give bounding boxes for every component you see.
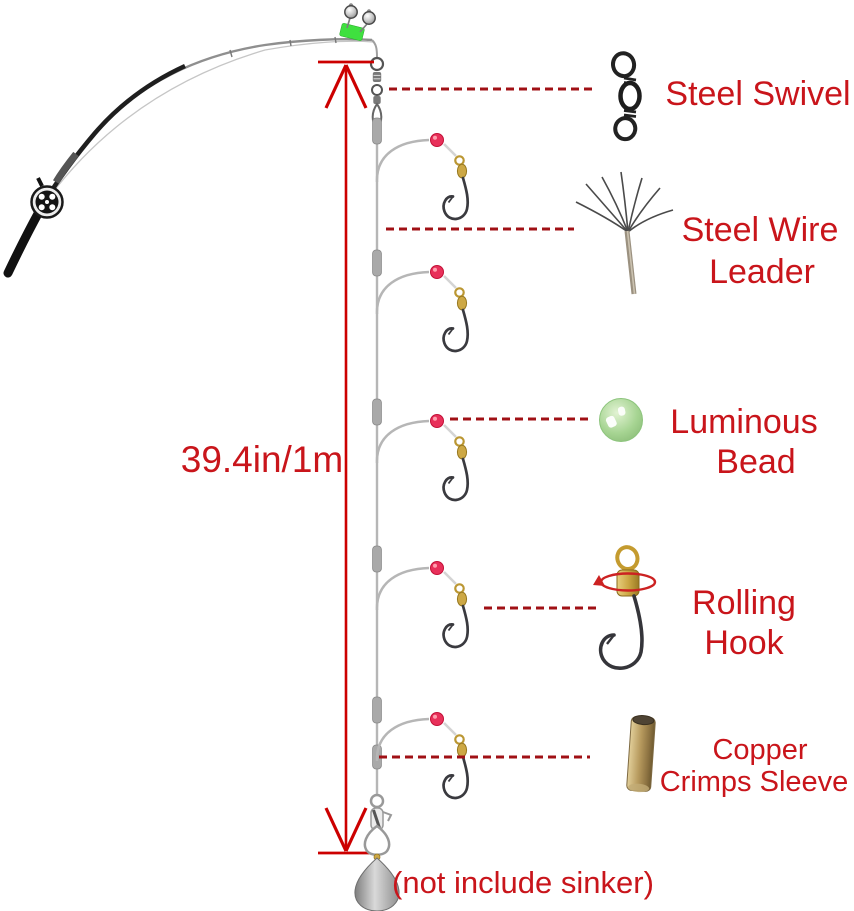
rotation-arrowhead	[593, 575, 605, 586]
steel-swivel-label: Steel Swivel	[665, 75, 850, 113]
measurement-arrow	[318, 60, 374, 855]
rod-ferrule	[229, 49, 233, 58]
steel-wire-leader-label-line1: Steel Wire	[682, 211, 839, 249]
luminous-bead-body	[599, 398, 643, 442]
dropper-rig-5	[375, 711, 470, 800]
copper-crimps-label-line1: Copper	[712, 734, 807, 766]
hook-barb	[606, 634, 615, 645]
line-crimp-sleeve	[372, 696, 382, 724]
rod-handle	[3, 205, 45, 278]
snap-ring	[369, 793, 385, 809]
swivel-bottom-ring	[613, 116, 638, 142]
swivel-coil	[623, 113, 637, 118]
top-swivel-ring	[369, 56, 385, 72]
measure-bottom-arrowhead	[324, 807, 348, 852]
measure-top-arrowhead	[324, 64, 348, 109]
reel-hole	[38, 193, 45, 200]
snap-barrel-stripe	[372, 809, 381, 829]
measure-top-arrowhead	[344, 64, 368, 109]
fishing-line-along-rod	[49, 40, 374, 197]
wire-strand	[627, 187, 661, 233]
rod-ferrule	[289, 39, 292, 47]
measure-bottom-arrowhead	[344, 807, 368, 852]
hook-bend	[598, 594, 644, 670]
rolling-hook-icon	[593, 545, 657, 670]
copper-crimps-label-line2: Crimps Sleeve	[660, 766, 849, 798]
swivel-barrel	[618, 80, 642, 112]
hook-eye-gold	[615, 545, 640, 572]
reel-hole	[49, 204, 56, 211]
bite-alarm-bells-icon	[344, 3, 376, 33]
wire-strand	[585, 183, 629, 233]
copper-tube-opening	[632, 715, 655, 726]
frayed-steel-wire-icon	[575, 171, 674, 295]
top-swivel-coil	[373, 96, 381, 104]
dropper-rig-3	[375, 413, 470, 502]
bead-glint	[605, 415, 617, 428]
rod-ferrule	[334, 36, 337, 44]
measurement-label: 39.4in/1m	[181, 439, 344, 480]
rolling-hook-label-line2: Hook	[704, 624, 784, 662]
top-swivel-ring	[371, 84, 383, 96]
copper-tube-base	[628, 783, 650, 793]
fishing-reel-icon	[30, 177, 64, 219]
swivel-coil	[623, 109, 637, 114]
rolling-hook-label-line1: Rolling	[692, 584, 796, 622]
dropper-rig-4	[375, 560, 470, 649]
wire-stem-sheen	[626, 230, 636, 295]
rig-main-line	[369, 39, 385, 797]
luminous-bead-label-line2: Bead	[716, 443, 795, 481]
wire-strand	[620, 171, 629, 233]
wire-strand	[601, 176, 629, 233]
luminous-bead-label-line1: Luminous	[670, 403, 817, 441]
green-luminous-bead-icon	[599, 398, 643, 442]
line-crimp-sleeve	[372, 117, 382, 145]
line-crimp-sleeve	[372, 545, 382, 573]
copper-tube-icon	[626, 715, 656, 793]
snap-clip	[382, 811, 393, 822]
bell-icon	[344, 5, 358, 19]
sinker-icon	[354, 857, 400, 911]
bottom-snap-swivel-icon	[363, 793, 393, 861]
reel-axle	[45, 200, 49, 204]
reel-hole	[49, 193, 56, 200]
luminous-tip-band-icon	[339, 23, 365, 41]
wire-strand	[627, 209, 674, 233]
steel-wire-leader-label-line2: Leader	[709, 253, 815, 291]
copper-tube-body	[626, 716, 656, 792]
snap-loop	[363, 824, 391, 856]
bell-wire	[346, 17, 351, 29]
dropper-rig-2	[375, 264, 470, 353]
top-swivel-coil	[372, 72, 382, 82]
swivel-coil	[623, 76, 637, 82]
reel-stem	[36, 177, 44, 187]
bead-glint	[617, 406, 626, 416]
callout-connectors	[379, 87, 597, 759]
rod-reel-seat	[52, 151, 79, 184]
line-crimp-sleeve	[372, 398, 382, 426]
wire-strand	[575, 201, 629, 233]
wire-strand	[627, 177, 643, 233]
rod-upper-blank	[6, 38, 373, 274]
reel-hole	[38, 204, 45, 211]
barrel-swivel-icon	[611, 51, 642, 142]
swivel-top-ring	[611, 51, 637, 79]
fishing-rod	[3, 3, 376, 278]
sinker-note-label: (not include sinker)	[392, 865, 654, 900]
bell-wire	[359, 23, 368, 33]
dropper-rig-1	[375, 132, 470, 221]
tip-to-line	[371, 39, 378, 58]
bell-icon	[362, 11, 376, 25]
line-crimp-sleeve	[372, 249, 382, 277]
